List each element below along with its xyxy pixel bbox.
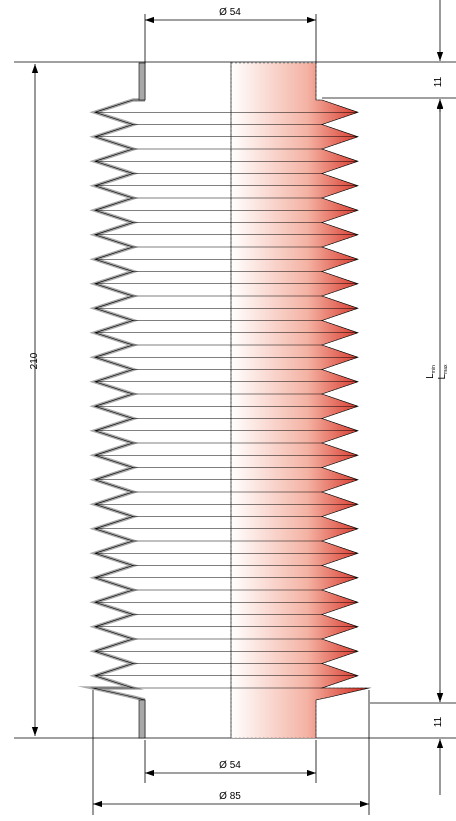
- dim-overall-length: 210: [29, 64, 40, 736]
- lmax-symbol: L: [437, 374, 448, 380]
- bottom-inner-diameter-label: Ø 54: [219, 760, 241, 771]
- lmin-subscript: min: [431, 365, 437, 373]
- dim-bottom-cuff-length: 11: [433, 690, 444, 795]
- bottom-cuff-wall: [138, 699, 146, 739]
- bellows-outline: [77, 63, 372, 738]
- dim-bottom-inner-diameter: Ø 54: [145, 760, 316, 777]
- svg-text:Lmin: Lmin: [425, 365, 437, 379]
- dim-working-length: Lmin Lmax: [425, 100, 449, 702]
- dim-bottom-outer-diameter: Ø 85: [93, 791, 369, 808]
- extension-lines: [14, 14, 456, 815]
- dim-top-cuff-length: 11: [433, 0, 444, 112]
- overall-length-label: 210: [29, 352, 40, 369]
- bottom-cuff-length-label: 11: [433, 716, 444, 727]
- bottom-outer-diameter-label: Ø 85: [219, 791, 241, 802]
- svg-text:Lmax: Lmax: [437, 364, 449, 380]
- top-cuff-wall: [138, 62, 146, 101]
- bellows-section: [230, 62, 370, 739]
- top-cuff-length-label: 11: [433, 76, 444, 87]
- lmin-symbol: L: [425, 373, 436, 379]
- dim-top-diameter: Ø 54: [145, 7, 316, 24]
- top-diameter-label: Ø 54: [219, 7, 241, 18]
- lmax-subscript: max: [443, 364, 449, 374]
